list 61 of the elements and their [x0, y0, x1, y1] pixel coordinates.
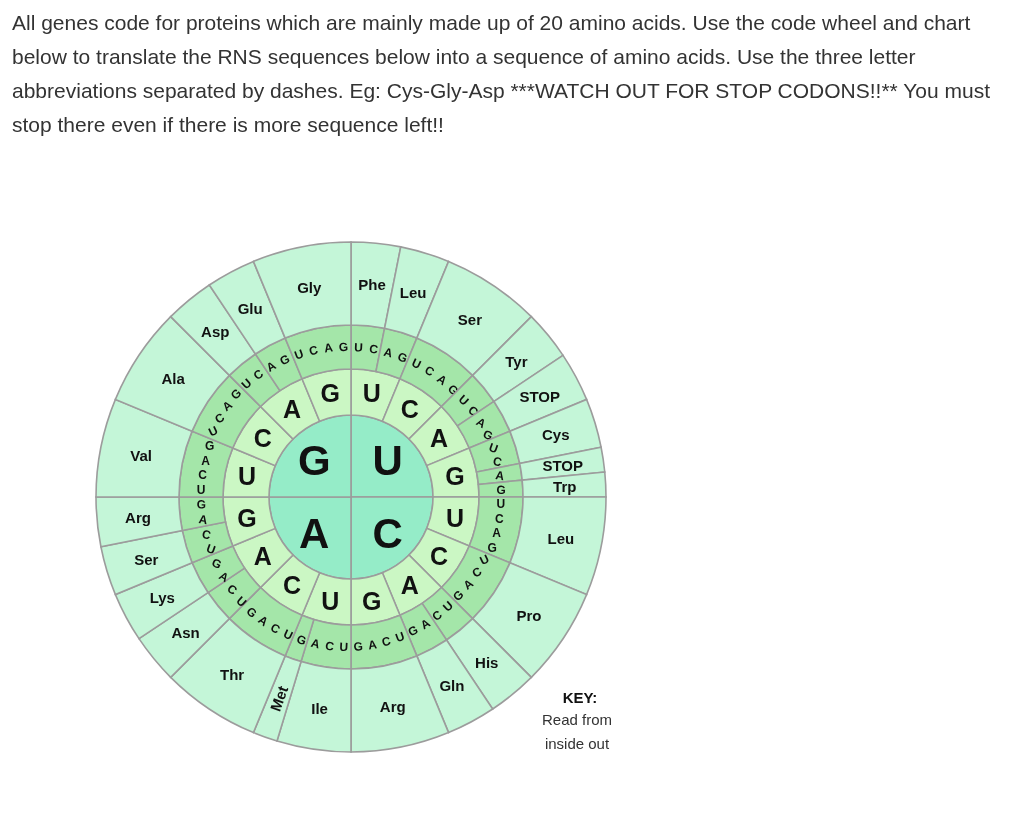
amino-acid-label: Ile	[311, 700, 328, 718]
amino-acid-label: Met	[266, 683, 292, 714]
base-letters: ACU	[309, 635, 349, 655]
base-letter: A	[253, 541, 272, 570]
base-letter: A	[283, 394, 302, 423]
base-letter: G	[361, 586, 382, 615]
base-letter: C	[253, 424, 272, 453]
base-letters: UCAG	[292, 339, 349, 363]
amino-acid-label: Leu	[399, 283, 427, 301]
base-letter: C	[400, 394, 419, 423]
base-letter: U	[362, 379, 381, 408]
amino-acid-label: His	[475, 653, 499, 671]
base-letter: U	[238, 462, 257, 491]
amino-acid-label: Phe	[358, 275, 386, 293]
base-letters: G	[294, 631, 309, 649]
base-letters: G	[496, 482, 506, 498]
amino-acid-label: Gln	[439, 677, 465, 695]
amino-acid-label: Ala	[161, 369, 185, 387]
amino-acid-label: Asn	[171, 624, 200, 642]
amino-acid-label: Arg	[379, 698, 406, 716]
amino-acid-label: Thr	[220, 666, 245, 684]
base-letters: GACU	[353, 628, 407, 654]
amino-acid-label: Val	[130, 446, 152, 464]
amino-acid-label: Ser	[457, 310, 482, 328]
amino-acid-label: Lys	[149, 589, 175, 607]
amino-acid-sector	[95, 496, 184, 548]
instruction-paragraph: All genes code for proteins which are mainly made up of 20 amino acids. Use the code wheel and chart below to translate the RNS sequences below into a sequence of amino acids. Use the three letter abbreviations separated by dashes. Eg: Cys-Gly-Asp ***WATCH OUT FOR STOP CODONS!!** You must stop there even if there is more sequence left!!	[12, 10, 992, 138]
amino-acid-label: STOP	[519, 387, 560, 405]
amino-acid-label: Asp	[201, 323, 230, 341]
amino-acid-label: Cys	[542, 426, 570, 444]
amino-acid-sector	[493, 354, 588, 432]
key-note: Read from inside out	[541, 710, 613, 754]
amino-acid-label: Ser	[134, 550, 159, 568]
base-letters: GA	[196, 497, 209, 528]
base-letter: A	[430, 424, 449, 453]
base-letter: A	[299, 510, 330, 558]
base-letter: G	[445, 462, 465, 491]
base-letter: C	[372, 510, 403, 558]
base-letters: CU	[200, 526, 218, 558]
base-letters: UC	[353, 340, 379, 357]
amino-acid-label: Tyr	[505, 352, 528, 370]
base-letters: AG	[263, 351, 292, 375]
base-letter: U	[372, 436, 403, 484]
base-letter: A	[400, 571, 419, 600]
amino-acid-label: Trp	[553, 478, 577, 495]
base-letter: C	[430, 541, 449, 570]
key-heading: KEY:	[561, 688, 599, 708]
amino-acid-label: Leu	[547, 530, 575, 548]
amino-acid-label: Pro	[516, 607, 542, 625]
base-letter: G	[237, 503, 257, 532]
amino-acid-label: Glu	[237, 299, 263, 317]
base-letter: G	[297, 436, 331, 484]
amino-acid-label: Gly	[297, 278, 322, 296]
base-letters: A	[494, 468, 506, 484]
base-letter: G	[320, 379, 341, 408]
amino-acid-label: STOP	[542, 457, 583, 475]
amino-acid-label: Arg	[125, 509, 151, 527]
base-letter: U	[321, 586, 340, 615]
base-letters: AG	[382, 344, 410, 366]
base-letter: C	[283, 571, 302, 600]
base-letter: U	[445, 503, 464, 532]
